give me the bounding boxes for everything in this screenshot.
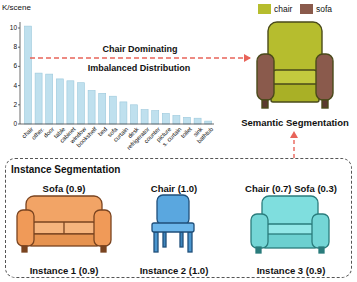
sofa-arm [257, 54, 274, 100]
sofa-arm [17, 210, 34, 246]
leg [163, 232, 166, 247]
bar [35, 73, 42, 124]
chair-arm [312, 214, 329, 248]
chair-icon [152, 195, 194, 252]
leg [256, 247, 261, 253]
instance-node: Chair (0.7) Sofa (0.3) Instance 3 (0.9) [232, 178, 350, 278]
bar [131, 105, 138, 124]
bar [162, 113, 169, 124]
sofa-back [26, 196, 102, 224]
legend-text: chair [274, 4, 292, 14]
sofa-arm [94, 210, 111, 246]
leg [188, 232, 192, 252]
leg [22, 246, 27, 252]
leg [319, 247, 324, 253]
bar-chart [25, 26, 212, 124]
category-label: toilet [180, 126, 194, 140]
class-score: Chair (0.7) Sofa (0.3) [245, 183, 337, 195]
instance-score: Instance 2 (1.0) [140, 265, 209, 277]
dashed-arrow [293, 132, 294, 158]
bar [46, 74, 53, 124]
leg [262, 100, 268, 108]
semantic-chair-icon [257, 22, 333, 108]
group-box: Instance SegmentationSofa (0.9) Instance … [5, 158, 352, 278]
y-axis [20, 22, 21, 124]
class-score: Chair (1.0) [151, 183, 197, 195]
sofa-arm [316, 54, 333, 100]
bar [67, 81, 74, 124]
tick [18, 124, 20, 125]
chair-back [262, 196, 318, 228]
tick [18, 104, 20, 105]
legend-item: sofa [300, 4, 332, 15]
annotation: Chair Dominating [102, 44, 177, 55]
x-axis [20, 124, 214, 125]
icon-space [128, 196, 220, 260]
icon-space [14, 196, 114, 260]
sofa-seat [33, 222, 95, 234]
bar [88, 90, 95, 124]
instance-score: Instance 1 (0.9) [30, 265, 99, 277]
leg [180, 232, 183, 247]
tick-label: 2 [13, 101, 17, 109]
chair-base [271, 84, 319, 102]
chair-back [268, 22, 322, 74]
tick-label: 10 [10, 24, 17, 32]
bar [173, 115, 180, 124]
axis-title: K/scene [2, 3, 31, 13]
instance-node: Chair (1.0) Instance 2 (1.0) [128, 178, 220, 278]
legend-swatch [258, 4, 271, 14]
bar [194, 118, 201, 124]
legend-swatch [300, 4, 313, 14]
chair-arm [251, 214, 268, 248]
instance-score: Instance 3 (0.9) [257, 265, 326, 277]
legend-text: sofa [316, 4, 332, 14]
annotation: Imbalanced Distribution [87, 63, 192, 74]
leg [154, 232, 158, 252]
result-title: Semantic Segmentation [241, 117, 349, 129]
leg [322, 100, 328, 108]
bar [141, 110, 148, 124]
tick-label: 6 [13, 62, 17, 70]
bar [78, 83, 85, 124]
icon-space [236, 18, 354, 112]
bar [99, 93, 106, 124]
tick-label: 8 [13, 43, 17, 51]
tick [18, 66, 20, 67]
leg [101, 246, 106, 252]
tick [18, 28, 20, 29]
axes [18, 22, 214, 124]
cushion-line [63, 222, 64, 234]
legend-item: chair [258, 4, 292, 15]
tick [18, 47, 20, 48]
tick-label: 4 [13, 82, 17, 90]
bar [109, 96, 116, 124]
icon-space [232, 196, 350, 260]
bar [120, 102, 127, 124]
class-score: Sofa (0.9) [43, 183, 86, 195]
result-node: Semantic Segmentation [236, 18, 354, 130]
bar [56, 79, 63, 124]
bar [25, 26, 32, 124]
bar [184, 117, 191, 124]
tick-label: 0 [13, 120, 17, 128]
bar [205, 121, 212, 124]
chair-base [265, 234, 315, 248]
armchair-icon [251, 196, 329, 253]
tick [18, 85, 20, 86]
sofa-icon [17, 196, 111, 252]
group-title: Instance Segmentation [11, 164, 120, 176]
dashed-arrow [30, 57, 250, 58]
chair-seat [152, 223, 194, 232]
bar [152, 111, 159, 124]
instance-node: Sofa (0.9) Instance 1 (0.9) [14, 178, 114, 278]
sofa-base [31, 234, 97, 246]
chair-back [157, 195, 189, 225]
